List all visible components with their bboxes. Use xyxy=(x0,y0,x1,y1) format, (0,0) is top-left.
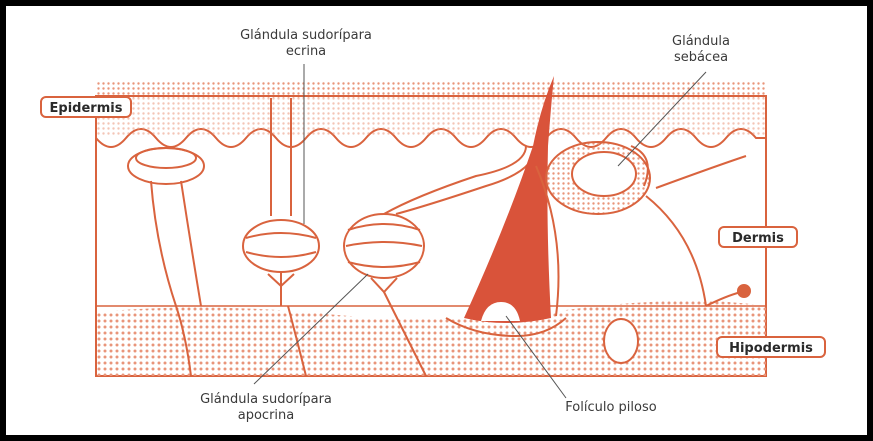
sebaceous-gland-label: Glándula sebácea xyxy=(646,34,756,66)
hair-follicle-label: Folículo piloso xyxy=(526,400,696,416)
epidermis-tag: Epidermis xyxy=(40,96,132,118)
eccrine-label-line1: Glándula sudorípara xyxy=(196,28,416,44)
sebaceous-label-line2: sebácea xyxy=(646,50,756,66)
fat-lobule xyxy=(604,319,638,363)
epidermis-fill xyxy=(96,98,766,136)
diagram-frame: Glándula sudorípara ecrina Glándula sebá… xyxy=(6,6,867,435)
sebaceous-gland xyxy=(546,142,650,214)
skin-cross-section xyxy=(6,6,867,435)
apocrine-label-line1: Glándula sudorípara xyxy=(156,392,376,408)
stratum-corneum xyxy=(96,82,766,98)
hypodermis-tag: Hipodermis xyxy=(716,336,826,358)
hypodermis-region xyxy=(96,301,766,376)
dermis-tag: Dermis xyxy=(718,226,798,248)
apocrine-gland-label: Glándula sudorípara apocrina xyxy=(156,392,376,424)
follicle-label: Folículo piloso xyxy=(526,400,696,416)
eccrine-label-line2: ecrina xyxy=(196,44,416,60)
sebaceous-label-line1: Glándula xyxy=(646,34,756,50)
apocrine-label-line2: apocrina xyxy=(156,408,376,424)
eccrine-gland-label: Glándula sudorípara ecrina xyxy=(196,28,416,60)
